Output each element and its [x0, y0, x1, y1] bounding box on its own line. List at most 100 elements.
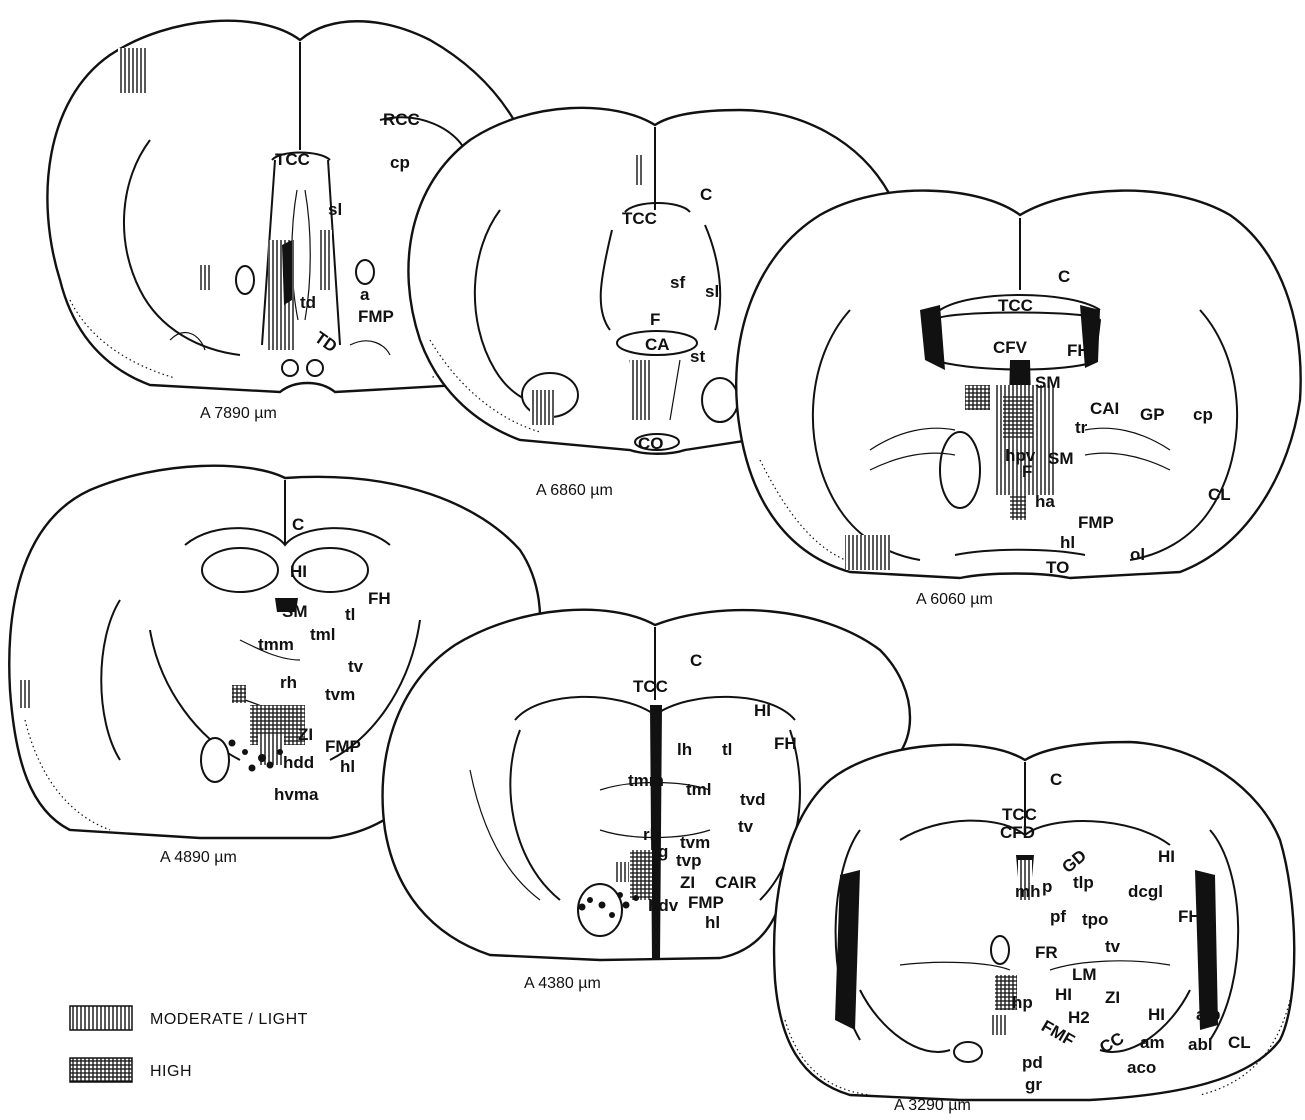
label-hdd: hdd: [283, 753, 314, 772]
label-fh: FH: [1178, 907, 1201, 926]
label-hp: hp: [1012, 993, 1033, 1012]
label-fmp: FMP: [1078, 513, 1114, 532]
high-swatch: [70, 1058, 132, 1082]
label-tvm: tvm: [680, 833, 710, 852]
label-tcc: TCC: [1002, 805, 1037, 824]
label-fh: FH: [368, 589, 391, 608]
legend-item-high: HIGH: [70, 1058, 192, 1082]
legend-label: MODERATE / LIGHT: [150, 1011, 308, 1028]
label-h2: H2: [1068, 1008, 1090, 1027]
label-tl: tl: [722, 740, 732, 759]
label-rh: rh: [280, 673, 297, 692]
label-sm: SM: [282, 602, 308, 621]
label-f: F: [1022, 462, 1032, 481]
label-p: p: [1042, 877, 1052, 896]
label-fmp: FMP: [358, 307, 394, 326]
label-hi: HI: [754, 701, 771, 720]
label-pf: pf: [1050, 907, 1066, 926]
label-cl: CL: [1208, 485, 1231, 504]
legend: MODERATE / LIGHT HIGH: [70, 1006, 308, 1082]
label-tvm: tvm: [325, 685, 355, 704]
label-gp: GP: [1140, 405, 1165, 424]
label-pd: pd: [1022, 1053, 1043, 1072]
label-tv: tv: [738, 817, 754, 836]
section-caption: A 7890 µm: [200, 405, 277, 422]
label-ca: CA: [645, 335, 670, 354]
label-ol: ol: [1130, 545, 1145, 564]
label-zi: ZI: [298, 725, 313, 744]
label-f: F: [650, 310, 660, 329]
legend-item-moderate: MODERATE / LIGHT: [70, 1006, 308, 1030]
moderate-light-swatch: [70, 1006, 132, 1030]
label-hi: HI: [290, 562, 307, 581]
label-tml: tml: [310, 625, 336, 644]
label-hdv: hdv: [648, 896, 679, 915]
label-abl: abl: [1188, 1035, 1213, 1054]
label-sl: sl: [705, 282, 719, 301]
label-tv: tv: [1105, 937, 1121, 956]
label-ha: ha: [1035, 492, 1055, 511]
label-cair: CAIR: [715, 873, 757, 892]
section-a3290: C TCC CFD GD HI mh p tlp dcgl pf tpo FH …: [774, 742, 1294, 1114]
label-cp: cp: [390, 153, 410, 172]
label-tvp: tvp: [676, 851, 702, 870]
section-caption: A 4890 µm: [160, 849, 237, 866]
label-sm: SM: [1035, 373, 1061, 392]
section-a6060: C TCC CFV FH SM CAI GP cp tr hpv SM F ha…: [736, 191, 1300, 608]
label-co: CO: [638, 434, 664, 453]
label-aco: aco: [1127, 1058, 1156, 1077]
label-cl: CL: [1228, 1033, 1251, 1052]
section-caption: A 4380 µm: [524, 975, 601, 992]
label-fh: FH: [1067, 341, 1090, 360]
label-tml: tml: [686, 780, 712, 799]
label-hl: hl: [705, 913, 720, 932]
label-tv: tv: [348, 657, 364, 676]
label-tcc: TCC: [998, 296, 1033, 315]
label-lh: lh: [677, 740, 692, 759]
label-cai: CAI: [1090, 399, 1119, 418]
label-cfv: CFV: [993, 338, 1028, 357]
label-tl: tl: [345, 605, 355, 624]
label-tmm: tmm: [258, 635, 294, 654]
label-sl: sl: [328, 200, 342, 219]
label-tcc: TCC: [275, 150, 310, 169]
label-tr: tr: [1075, 418, 1088, 437]
label-tcc: TCC: [622, 209, 657, 228]
label-st: st: [690, 347, 705, 366]
label-fr: FR: [1035, 943, 1058, 962]
label-a: a: [360, 285, 370, 304]
label-fmp: FMP: [688, 893, 724, 912]
label-dcgl: dcgl: [1128, 882, 1163, 901]
label-hi: HI: [1158, 847, 1175, 866]
label-sf: sf: [670, 273, 685, 292]
label-tlp: tlp: [1073, 873, 1094, 892]
label-sm2: SM: [1048, 449, 1074, 468]
label-hi2: HI: [1055, 985, 1072, 1004]
label-hi3: HI: [1148, 1005, 1165, 1024]
label-rcc: RCC: [383, 110, 420, 129]
label-cp: cp: [1193, 405, 1213, 424]
label-mh: mh: [1015, 882, 1041, 901]
label-c: C: [1050, 770, 1062, 789]
label-g: g: [658, 842, 668, 861]
section-caption: A 6060 µm: [916, 591, 993, 608]
label-lm: LM: [1072, 965, 1097, 984]
label-fmp: FMP: [325, 737, 361, 756]
label-to: TO: [1046, 558, 1069, 577]
label-tvd: tvd: [740, 790, 766, 809]
label-c: C: [690, 651, 702, 670]
label-c: C: [700, 185, 712, 204]
label-fh: FH: [774, 734, 797, 753]
label-zi: ZI: [680, 873, 695, 892]
label-c: C: [292, 515, 304, 534]
label-alp: alp: [1196, 1005, 1221, 1024]
label-tcc: TCC: [633, 677, 668, 696]
label-hvma: hvma: [274, 785, 319, 804]
label-c: C: [1058, 267, 1070, 286]
label-hl: hl: [340, 757, 355, 776]
label-gr: gr: [1025, 1075, 1042, 1094]
section-caption: A 6860 µm: [536, 482, 613, 499]
section-caption: A 3290 µm: [894, 1097, 971, 1114]
label-am: am: [1140, 1033, 1165, 1052]
